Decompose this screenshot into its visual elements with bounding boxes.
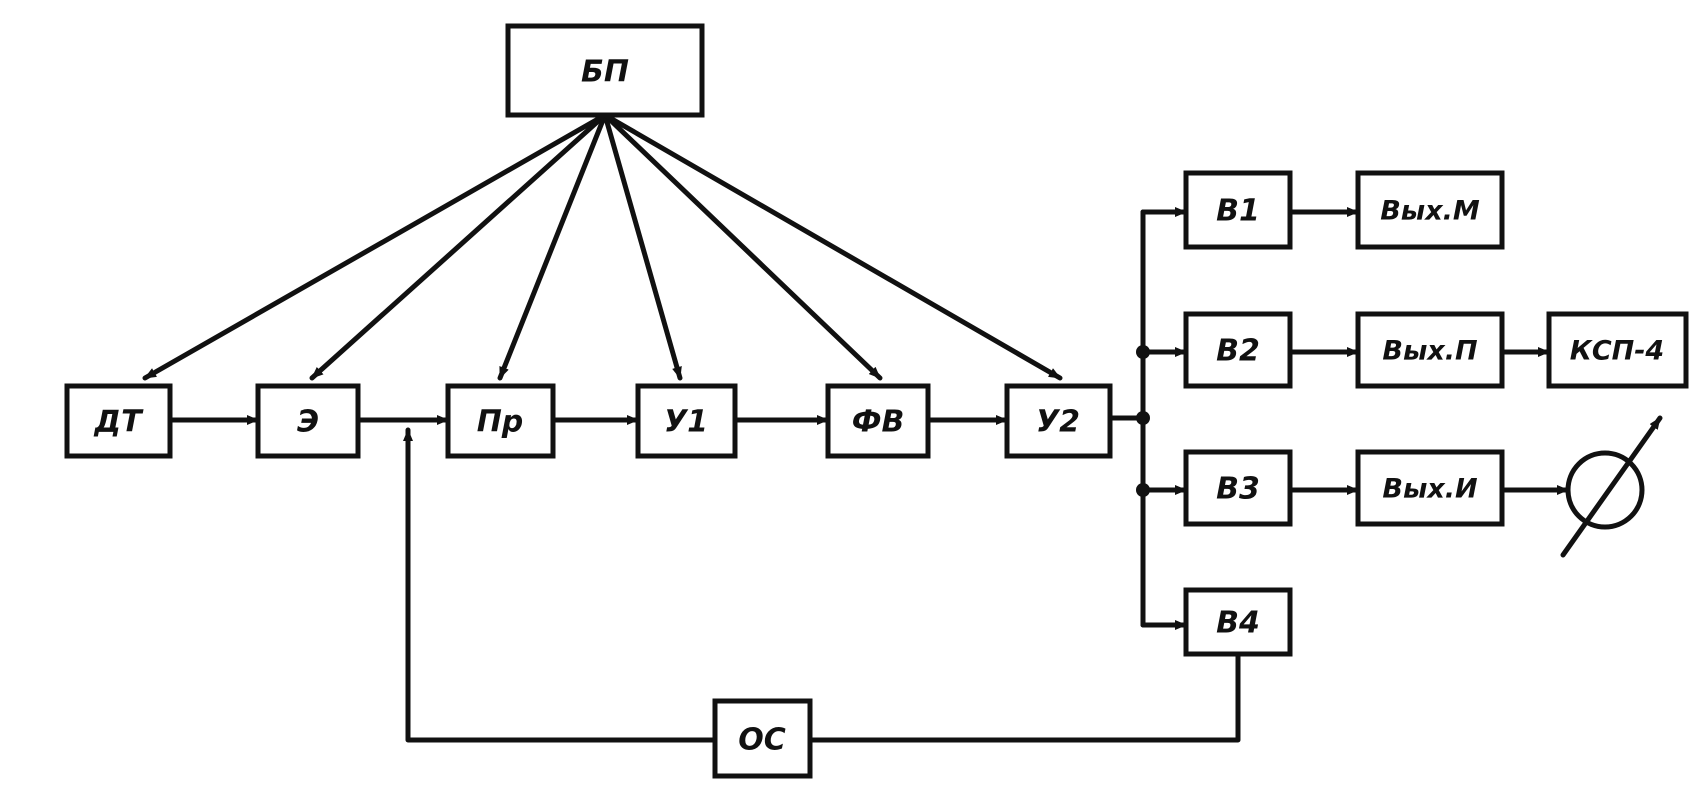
block-vyx-m-label: Вых.М bbox=[1380, 196, 1480, 227]
connections bbox=[142, 112, 1571, 743]
block-u1-label: У1 bbox=[664, 405, 708, 440]
block-v2: В2 bbox=[1183, 311, 1293, 389]
block-dt: ДТ bbox=[64, 383, 173, 459]
block-vyx-i-label: Вых.И bbox=[1382, 474, 1478, 505]
block-u1: У1 bbox=[635, 383, 738, 459]
bp-to-dt-arrow bbox=[142, 112, 608, 381]
block-fv: ФВ bbox=[825, 383, 931, 459]
block-v3: В3 bbox=[1183, 449, 1293, 527]
block-v4: В4 bbox=[1183, 587, 1293, 657]
block-fv-label: ФВ bbox=[852, 405, 905, 440]
junction-dot bbox=[1136, 345, 1150, 359]
junction-dot bbox=[1136, 483, 1150, 497]
block-bp: БП bbox=[505, 23, 705, 118]
block-pr: Пр bbox=[445, 383, 556, 459]
block-vyx-m: Вых.М bbox=[1355, 170, 1505, 250]
block-v1: В1 bbox=[1183, 170, 1293, 250]
junction-dot bbox=[1136, 411, 1150, 425]
block-v4-label: В4 bbox=[1216, 606, 1260, 641]
block-vyx-p-label: Вых.П bbox=[1382, 336, 1478, 367]
block-v3-label: В3 bbox=[1216, 472, 1260, 507]
block-bp-label: БП bbox=[581, 55, 629, 90]
analog-meter-icon bbox=[1560, 415, 1663, 558]
os-to-pr-input-arrow bbox=[403, 427, 718, 743]
block-e: Э bbox=[255, 383, 361, 459]
block-os-label: ОС bbox=[738, 723, 786, 758]
block-os: ОС bbox=[712, 698, 813, 779]
block-u2-label: У2 bbox=[1036, 405, 1080, 440]
block-v1-label: В1 bbox=[1216, 194, 1260, 229]
block-v2-label: В2 bbox=[1216, 334, 1260, 369]
block-vyx-i: Вых.И bbox=[1355, 449, 1505, 527]
bp-to-u2-arrow bbox=[602, 112, 1063, 381]
block-ksp4-label: КСП-4 bbox=[1570, 336, 1664, 367]
bp-to-fv-arrow bbox=[602, 112, 883, 381]
block-vyx-p: Вых.П bbox=[1355, 311, 1505, 389]
bp-to-e-arrow bbox=[309, 112, 608, 381]
bp-to-pr-arrow bbox=[497, 112, 608, 381]
block-e-label: Э bbox=[297, 405, 319, 440]
block-ksp4: КСП-4 bbox=[1546, 311, 1689, 389]
block-dt-label: ДТ bbox=[93, 405, 144, 440]
v4-feedback-line bbox=[807, 651, 1241, 743]
block-u2: У2 bbox=[1004, 383, 1113, 459]
block-pr-label: Пр bbox=[477, 405, 524, 440]
bp-to-u1-arrow bbox=[602, 112, 683, 381]
